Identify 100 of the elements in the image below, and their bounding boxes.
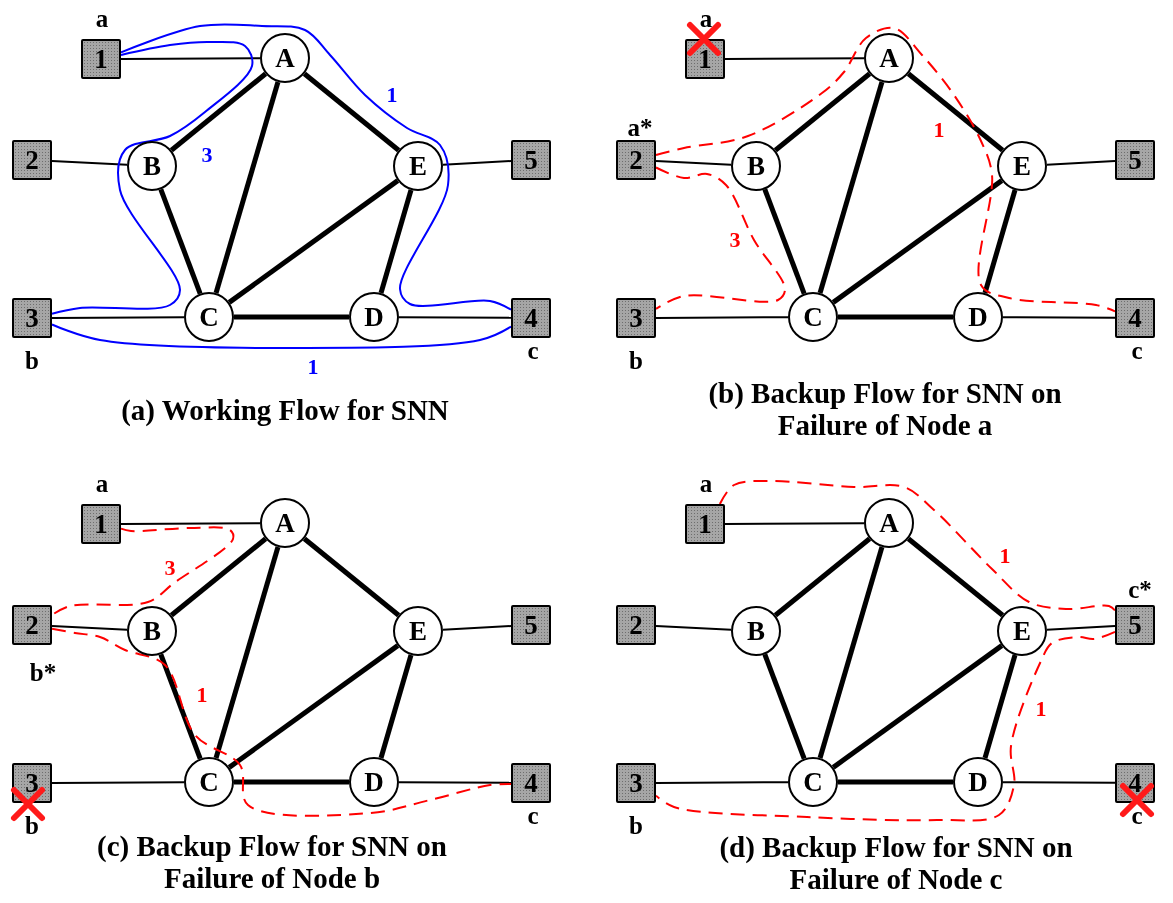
flow-route-line	[51, 526, 235, 616]
terminal-square: 1	[81, 39, 121, 79]
terminal-square: 2	[616, 140, 656, 180]
link-line	[838, 779, 953, 785]
link-line	[773, 71, 872, 153]
switch-node-circle: D	[349, 292, 399, 342]
link-line	[773, 536, 872, 618]
link-line	[762, 188, 807, 295]
link-line	[724, 57, 865, 60]
panel-caption: (d) Backup Flow for SNN on Failure of Node c	[718, 830, 1074, 896]
terminal-square: 1	[685, 504, 725, 544]
link-line	[906, 71, 1005, 153]
link-line	[441, 625, 512, 631]
link-line	[227, 178, 400, 305]
link-line	[724, 522, 865, 525]
link-line	[158, 188, 203, 295]
terminal-square: 3	[12, 298, 52, 338]
panel-caption: (b) Backup Flow for SNN on Failure of Node a	[707, 376, 1063, 442]
link-line	[227, 643, 400, 770]
link-line	[982, 654, 1018, 759]
switch-node-circle: E	[997, 141, 1047, 191]
switch-node-circle: C	[788, 757, 838, 807]
link-line	[817, 81, 885, 294]
terminal-square: 3	[616, 763, 656, 803]
link-line	[378, 189, 414, 294]
switch-node-circle: A	[864, 498, 914, 548]
terminal-square: 2	[616, 605, 656, 645]
node-tag-letter: a	[95, 5, 109, 31]
link-line	[302, 536, 401, 618]
switch-node-circle: A	[260, 33, 310, 83]
link-line	[51, 316, 185, 319]
link-line	[655, 625, 733, 631]
flow-route-line	[120, 23, 512, 311]
link-line	[762, 653, 807, 760]
node-tag-letter: c	[527, 802, 539, 828]
terminal-square: 2	[12, 605, 52, 645]
switch-node-circle: D	[953, 292, 1003, 342]
switch-node-circle: E	[997, 606, 1047, 656]
link-line	[169, 536, 268, 618]
terminal-square: 5	[1115, 605, 1155, 645]
link-line	[213, 81, 281, 294]
panel-caption: (c) Backup Flow for SNN on Failure of Node b	[96, 829, 448, 895]
link-line	[1002, 316, 1116, 319]
link-line	[234, 314, 349, 320]
terminal-square: 4	[1115, 298, 1155, 338]
link-line	[120, 57, 261, 60]
node-tag-letter: a*	[627, 114, 653, 140]
flow-route-line	[718, 480, 1116, 612]
link-line	[51, 160, 129, 166]
node-tag-letter: c*	[1128, 576, 1152, 602]
node-tag-letter: c	[1131, 802, 1143, 828]
switch-node-circle: C	[184, 292, 234, 342]
terminal-square: 4	[511, 763, 551, 803]
link-line	[378, 654, 414, 759]
node-tag-letter: b*	[29, 659, 57, 685]
link-line	[838, 314, 953, 320]
terminal-square: 2	[12, 140, 52, 180]
link-line	[441, 160, 512, 166]
node-tag-letter: a	[95, 470, 109, 496]
flow-route-line	[51, 627, 512, 817]
terminal-square: 5	[1115, 140, 1155, 180]
node-tag-letter: b	[629, 812, 643, 838]
node-tag-letter: a	[699, 470, 713, 496]
node-tag-letter: c	[527, 337, 539, 363]
flow-route-line	[655, 630, 1116, 822]
link-line	[831, 178, 1004, 305]
panel-caption: (a) Working Flow for SNN	[120, 393, 450, 427]
link-line	[982, 189, 1018, 294]
link-line	[1002, 781, 1116, 784]
link-line	[213, 546, 281, 759]
node-tag-letter: b	[629, 347, 643, 373]
node-tag-letter: a	[699, 5, 713, 31]
flow-route-line	[655, 26, 1116, 313]
flow-route-line	[51, 323, 512, 349]
terminal-square: 5	[511, 140, 551, 180]
link-line	[906, 536, 1005, 618]
link-line	[120, 522, 261, 525]
link-line	[398, 316, 512, 319]
link-line	[169, 71, 268, 153]
link-line	[655, 316, 789, 319]
switch-node-circle: E	[393, 606, 443, 656]
link-line	[234, 779, 349, 785]
link-line	[398, 781, 512, 784]
link-line	[158, 653, 203, 760]
terminal-square: 3	[616, 298, 656, 338]
link-line	[51, 625, 129, 631]
link-line	[1045, 160, 1116, 166]
switch-node-circle: B	[127, 606, 177, 656]
node-tag-letter: b	[25, 347, 39, 373]
link-line	[655, 160, 733, 166]
flow-route-line	[655, 166, 786, 310]
switch-node-circle: C	[184, 757, 234, 807]
link-line	[831, 643, 1004, 770]
link-line	[1045, 625, 1116, 631]
link-line	[655, 781, 789, 784]
switch-node-circle: B	[731, 141, 781, 191]
switch-node-circle: E	[393, 141, 443, 191]
node-tag-letter: c	[1131, 337, 1143, 363]
link-line	[302, 71, 401, 153]
switch-node-circle: B	[731, 606, 781, 656]
